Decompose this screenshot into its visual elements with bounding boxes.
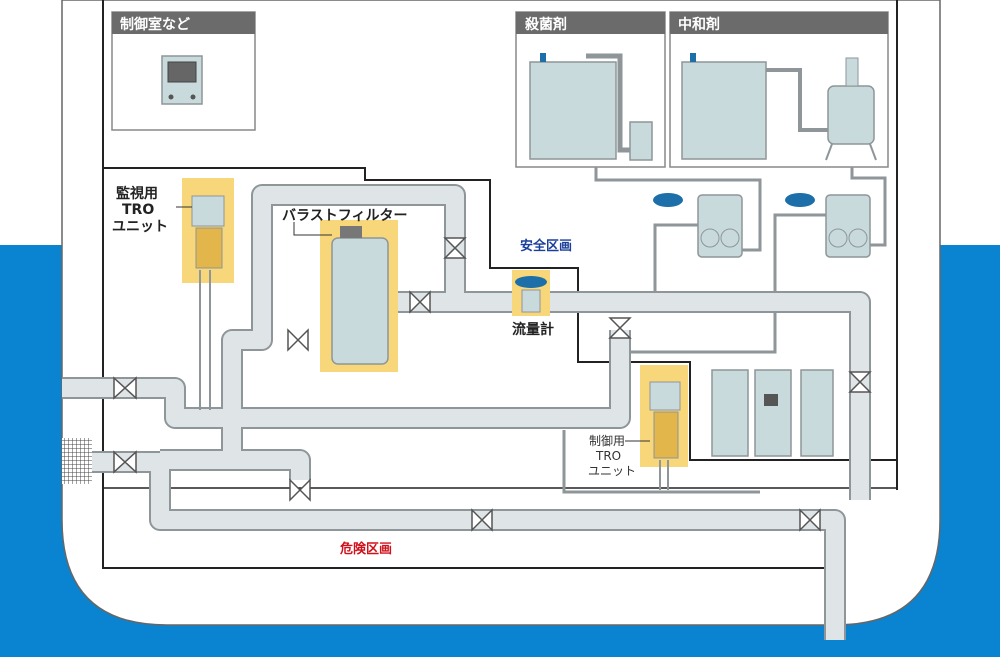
monitor-tro-label-3: ユニット <box>112 219 168 235</box>
leader-lines <box>176 206 650 442</box>
tank-icon <box>529 61 617 160</box>
valve-icon <box>113 450 137 474</box>
control-tro-label-1: 制御用 <box>589 433 625 448</box>
disinfectant-panel <box>515 11 666 168</box>
control-room-label: 制御室など <box>120 16 190 33</box>
neutralizer-header <box>670 12 888 34</box>
control-room-header <box>112 12 255 34</box>
monitor-tro-label-1: 監視用 <box>116 185 158 202</box>
electrical-cabinet-icon <box>711 369 834 457</box>
valve-icon <box>848 371 872 393</box>
danger-zone-label: 危険区画 <box>340 541 392 557</box>
valve-icon <box>287 328 309 352</box>
control-tro-unit-icon <box>562 381 760 494</box>
control-room-panel <box>111 11 256 131</box>
pump-icon-1 <box>653 193 743 258</box>
safe-zone-boundary <box>103 167 897 461</box>
valve-icon <box>409 290 431 314</box>
disinfectant-header <box>516 12 665 34</box>
valve-icon <box>113 376 137 400</box>
valve-icon <box>799 508 821 532</box>
flow-meter-icon <box>515 276 547 313</box>
valve-icon <box>443 237 467 259</box>
valve-icons <box>113 237 872 532</box>
valve-icon <box>608 317 632 339</box>
control-tro-label-3: ユニット <box>588 464 636 478</box>
monitor-tro-label-2: TRO <box>122 202 154 218</box>
control-tro-label-2: TRO <box>595 449 621 463</box>
monitor-tro-unit-icon <box>191 195 225 410</box>
mixing-tank-icon <box>827 85 875 145</box>
safe-zone-label: 安全区画 <box>520 238 572 254</box>
valve-icon <box>289 478 311 502</box>
dosing-lines <box>594 167 887 354</box>
strainer-icon <box>62 438 92 484</box>
neutralizer-tank-icon <box>681 61 767 160</box>
filter-icon <box>331 226 389 365</box>
disinfectant-label: 殺菌剤 <box>524 16 567 33</box>
neutralizer-panel <box>669 11 889 168</box>
valve-icon <box>471 508 493 532</box>
pump-icon-2 <box>785 193 871 258</box>
flow-meter-label: 流量計 <box>512 321 554 338</box>
ballast-filter-label: バラストフィルター <box>282 208 407 224</box>
inner-compartment-outline <box>102 0 898 569</box>
neutralizer-label: 中和剤 <box>678 16 720 33</box>
